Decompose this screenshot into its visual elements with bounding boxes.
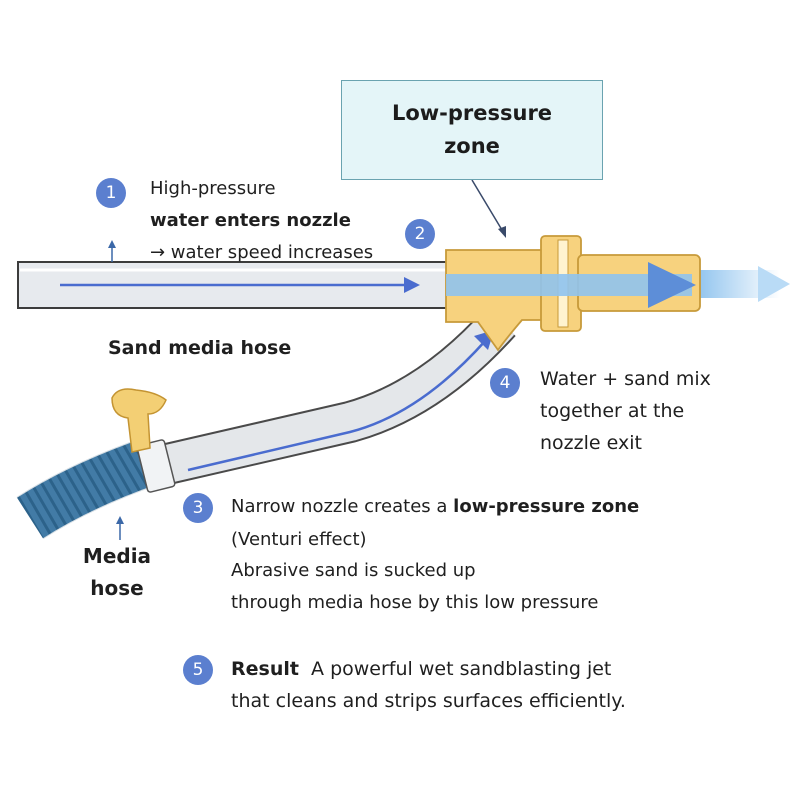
media-hose-label-line-2: hose <box>90 576 144 600</box>
media-hose-edge <box>16 438 157 540</box>
step-3-line-1-bold: low-pressure zone <box>453 496 640 517</box>
callout-leader <box>471 179 503 231</box>
water-flow-arrowhead <box>404 277 420 293</box>
step-5-badge: 5 <box>183 655 213 685</box>
step-4-badge: 4 <box>490 368 520 398</box>
step-4-line-3: nozzle exit <box>540 432 642 454</box>
step-1-line-1: High-pressure <box>150 178 276 199</box>
step-5-title: Result <box>231 658 299 680</box>
step-5-line-2: that cleans and strips surfaces efficien… <box>231 690 626 712</box>
water-jet-arrowhead <box>758 266 790 302</box>
callout-leader-head <box>498 226 506 238</box>
low-pressure-zone-callout: Low-pressure zone <box>341 80 603 180</box>
sand-media-hose-label: Sand media hose <box>108 337 292 359</box>
step-3-line-4: through media hose by this low pressure <box>231 592 599 613</box>
step-3-line-2: (Venturi effect) <box>231 529 367 550</box>
step-1-line-3: → water speed increases <box>150 242 374 263</box>
nozzle-flow-arrowhead <box>648 262 696 308</box>
step-1-badge: 1 <box>96 178 126 208</box>
step-4-line-1: Water + sand mix <box>540 368 711 390</box>
callout-line-2: zone <box>444 134 500 158</box>
step-1-line-2: water enters nozzle <box>150 210 351 231</box>
water-flow-band <box>446 274 692 296</box>
step-5-line-1-text: A powerful wet sandblasting jet <box>298 658 612 680</box>
valve-handle <box>111 388 167 453</box>
sand-flow-arrow <box>187 339 487 472</box>
step-4-line-2: together at the <box>540 400 685 422</box>
step-3-line-1-prefix: Narrow nozzle creates a <box>231 496 454 517</box>
media-hose-ribbed <box>17 439 157 539</box>
step-2-badge: 2 <box>405 219 435 249</box>
step-3-line-1: Narrow nozzle creates a low-pressure zon… <box>231 492 639 522</box>
callout-line-1: Low-pressure <box>391 101 553 125</box>
media-hose-label-line-1: Media <box>82 544 152 568</box>
media-hose-label: Media hose <box>62 540 172 604</box>
step-5-line-1: Result A powerful wet sandblasting jet <box>231 654 611 684</box>
pointer-arrow-media-head <box>116 516 124 524</box>
step-3-badge: 3 <box>183 493 213 523</box>
pointer-arrow-1-head <box>108 240 116 248</box>
step-3-line-3: Abrasive sand is sucked up <box>231 560 476 581</box>
